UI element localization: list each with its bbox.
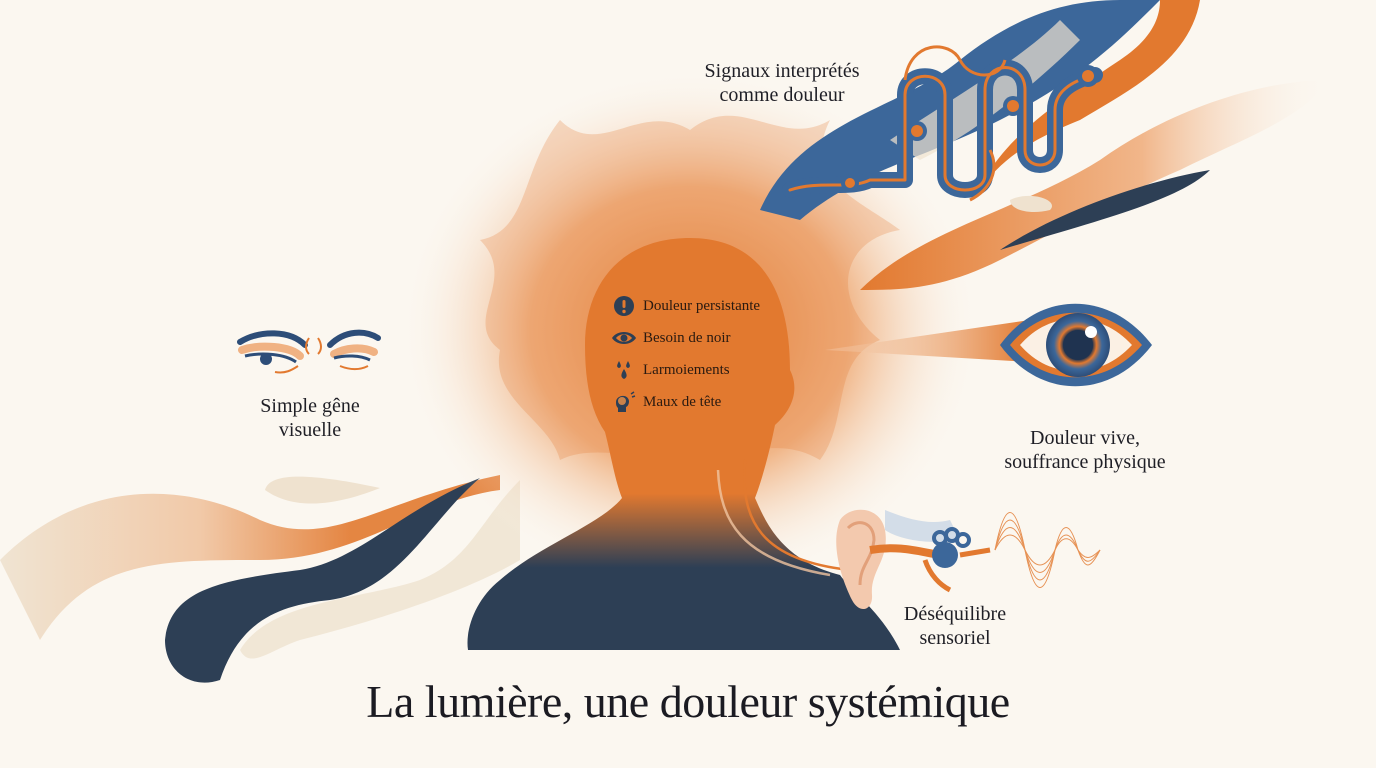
callout-simple-discomfort-line1: Simple gêne [260,395,360,417]
eye-icon [1000,303,1152,387]
callout-sensory-imbalance-line1: Déséquilibre [903,603,1007,625]
callout-signals: Signaux interprétés comme douleur [672,59,892,107]
callout-simple-discomfort: Simple gêne visuelle [220,394,400,442]
symptom-list: Douleur persistante Besoin de noir Larmo… [611,290,791,418]
head-brain-icon [611,390,637,414]
callout-simple-discomfort-line2: visuelle [278,419,342,441]
callout-signals-line2: comme douleur [719,84,845,106]
symptom-item: Maux de tête [611,386,791,418]
tear-drops-icon [611,358,637,382]
callout-sensory-imbalance: Déséquilibre sensoriel [870,602,1040,650]
symptom-label: Douleur persistante [643,297,761,314]
nerve-signal-icon [782,45,1103,202]
callout-sharp-pain: Douleur vive, souffrance physique [970,426,1200,474]
callout-signals-line1: Signaux interprétés [704,60,860,82]
page-title: La lumière, une douleur systémique [366,676,1010,727]
callout-sharp-pain-line2: souffrance physique [1004,451,1166,473]
symptom-label: Larmoiements [643,361,730,378]
exclamation-icon [611,294,637,318]
squinting-eyes-icon [237,329,381,374]
eye-icon [611,326,637,350]
symptom-item: Douleur persistante [611,290,791,322]
symptom-item: Larmoiements [611,354,791,386]
callout-sensory-imbalance-line2: sensoriel [919,627,991,649]
symptom-label: Besoin de noir [643,329,731,346]
symptom-item: Besoin de noir [611,322,791,354]
callout-sharp-pain-line1: Douleur vive, [1030,427,1140,449]
symptom-label: Maux de tête [643,393,722,410]
inner-ear-icon [836,509,1101,610]
